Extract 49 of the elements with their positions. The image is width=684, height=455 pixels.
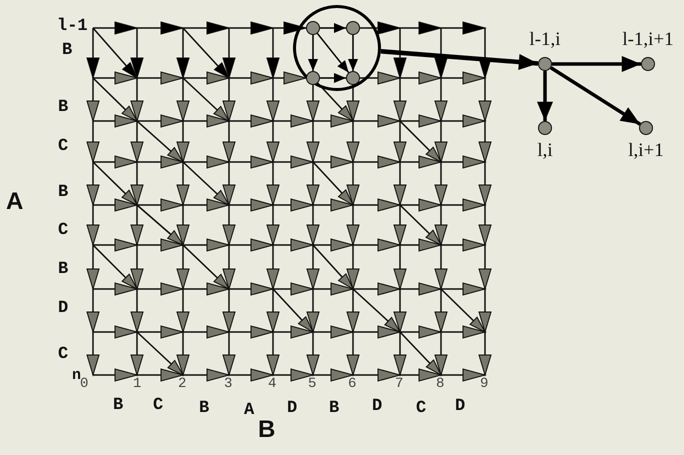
column-index: 8 bbox=[436, 377, 444, 391]
column-index: 9 bbox=[480, 377, 488, 391]
column-index: 5 bbox=[308, 377, 316, 391]
column-index: 4 bbox=[268, 377, 276, 391]
grid-point bbox=[346, 21, 360, 35]
highlight-circle bbox=[293, 5, 381, 91]
arrow bbox=[380, 49, 538, 70]
sequence-letter: D bbox=[372, 398, 382, 415]
cell-label: l,i+1 bbox=[628, 141, 664, 162]
sequence-letter: C bbox=[58, 138, 68, 155]
sequence-letter: B bbox=[113, 397, 124, 414]
sequence-letter: B bbox=[329, 400, 340, 417]
grid-point bbox=[306, 71, 320, 85]
sequence-letter: B bbox=[58, 99, 68, 116]
arrow bbox=[537, 71, 553, 121]
cell-label: l-1,i+1 bbox=[622, 30, 674, 51]
sequence-letter: D bbox=[455, 398, 466, 415]
column-index: 2 bbox=[178, 377, 186, 391]
arrow bbox=[348, 35, 358, 71]
arrow bbox=[320, 73, 346, 83]
arrow bbox=[552, 56, 641, 72]
column-index: 3 bbox=[224, 377, 232, 391]
column-index: 0 bbox=[80, 377, 88, 391]
grid-point bbox=[346, 71, 360, 85]
sequence-letter: C bbox=[58, 222, 68, 239]
column-index: 6 bbox=[348, 377, 356, 391]
sequence-letter: n bbox=[72, 368, 82, 383]
sequence-letter: A bbox=[244, 402, 254, 419]
sequence-letter: B bbox=[58, 261, 68, 278]
sequence-letter: C bbox=[58, 346, 68, 363]
sequence-letter: D bbox=[287, 400, 298, 417]
axis-title: A bbox=[6, 190, 24, 214]
arrow bbox=[550, 66, 642, 126]
sequence-letter: C bbox=[153, 397, 164, 414]
column-index: 7 bbox=[395, 377, 404, 391]
sequence-letter: B bbox=[199, 400, 210, 417]
arrow bbox=[308, 35, 318, 71]
sequence-letter: l-1 bbox=[57, 18, 88, 35]
cell-label: l,i bbox=[537, 141, 553, 162]
sequence-letter: B bbox=[58, 184, 68, 201]
column-index: 1 bbox=[133, 377, 142, 391]
arrow bbox=[320, 23, 346, 33]
sequence-letter: D bbox=[58, 300, 68, 317]
arrow bbox=[316, 33, 350, 73]
sequence-letter: B bbox=[62, 42, 72, 59]
sequence-letter: C bbox=[416, 400, 426, 417]
axis-title: B bbox=[258, 418, 276, 442]
grid-point bbox=[306, 21, 320, 35]
cell-label: l-1,i bbox=[529, 30, 561, 51]
